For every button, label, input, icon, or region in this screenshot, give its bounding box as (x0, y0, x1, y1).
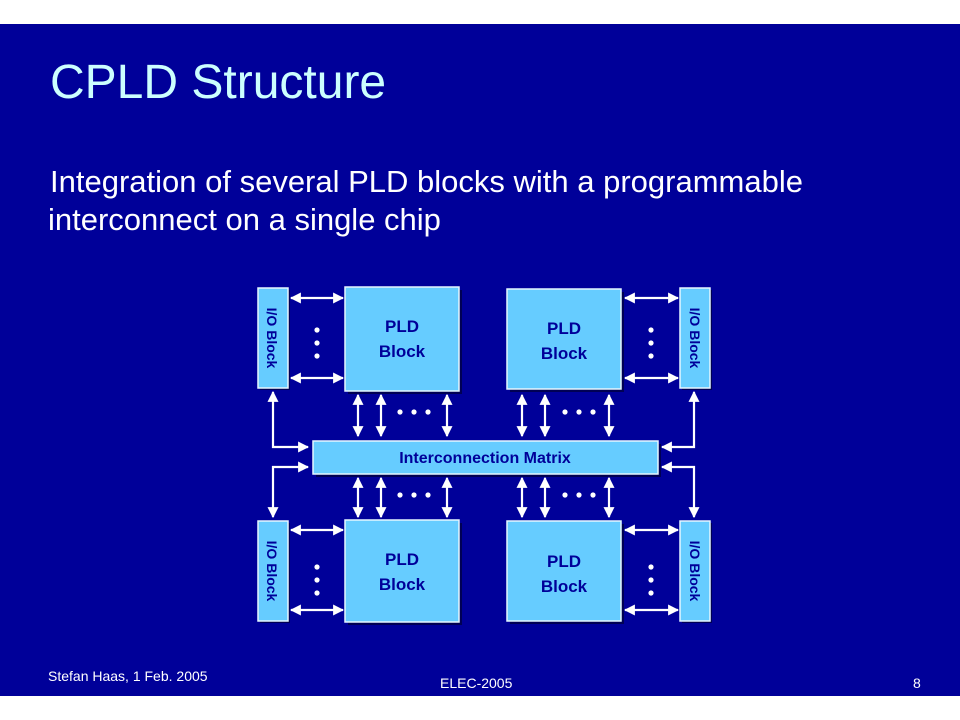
pld-label-line1: PLD (385, 317, 419, 336)
slide-title: CPLD Structure (50, 56, 387, 109)
io-block-label: I/O Block (687, 541, 703, 602)
pld-label-line2: Block (379, 342, 426, 361)
pld-block-bottom-right: PLD Block (506, 520, 624, 624)
io-block-label: I/O Block (264, 308, 280, 369)
io-matrix-arrow (660, 461, 700, 519)
pld-block-top-left: PLD Block (344, 286, 462, 394)
pld-label-line1: PLD (547, 552, 581, 571)
io-matrix-arrow (267, 461, 310, 519)
io-block-label: I/O Block (687, 308, 703, 369)
pld-label-line2: Block (541, 344, 588, 363)
pld-label-line2: Block (379, 575, 426, 594)
bullet-text: Integration of several PLD blocks with a… (48, 164, 803, 237)
io-matrix-arrow (267, 390, 310, 453)
pld-block-bottom-left: PLD Block (344, 519, 462, 625)
ellipsis-dots (314, 327, 654, 596)
footer-author-date: Stefan Haas, 1 Feb. 2005 (48, 668, 208, 684)
io-block-bottom-right: I/O Block (679, 520, 712, 623)
matrix-label: Interconnection Matrix (399, 450, 571, 467)
slide-background (0, 24, 960, 696)
io-block-top-left: I/O Block (257, 287, 290, 390)
interconnection-matrix: Interconnection Matrix (312, 440, 661, 477)
io-block-bottom-left: I/O Block (257, 520, 290, 623)
io-matrix-arrow (660, 390, 700, 453)
connector-arrows (267, 292, 700, 616)
io-block-top-right: I/O Block (679, 287, 712, 390)
pld-label-line2: Block (541, 577, 588, 596)
pld-block-top-right: PLD Block (506, 288, 624, 392)
pld-label-line1: PLD (385, 550, 419, 569)
io-block-label: I/O Block (264, 541, 280, 602)
footer-course: ELEC-2005 (440, 675, 513, 691)
pld-label-line1: PLD (547, 319, 581, 338)
footer-page-number: 8 (913, 675, 921, 691)
